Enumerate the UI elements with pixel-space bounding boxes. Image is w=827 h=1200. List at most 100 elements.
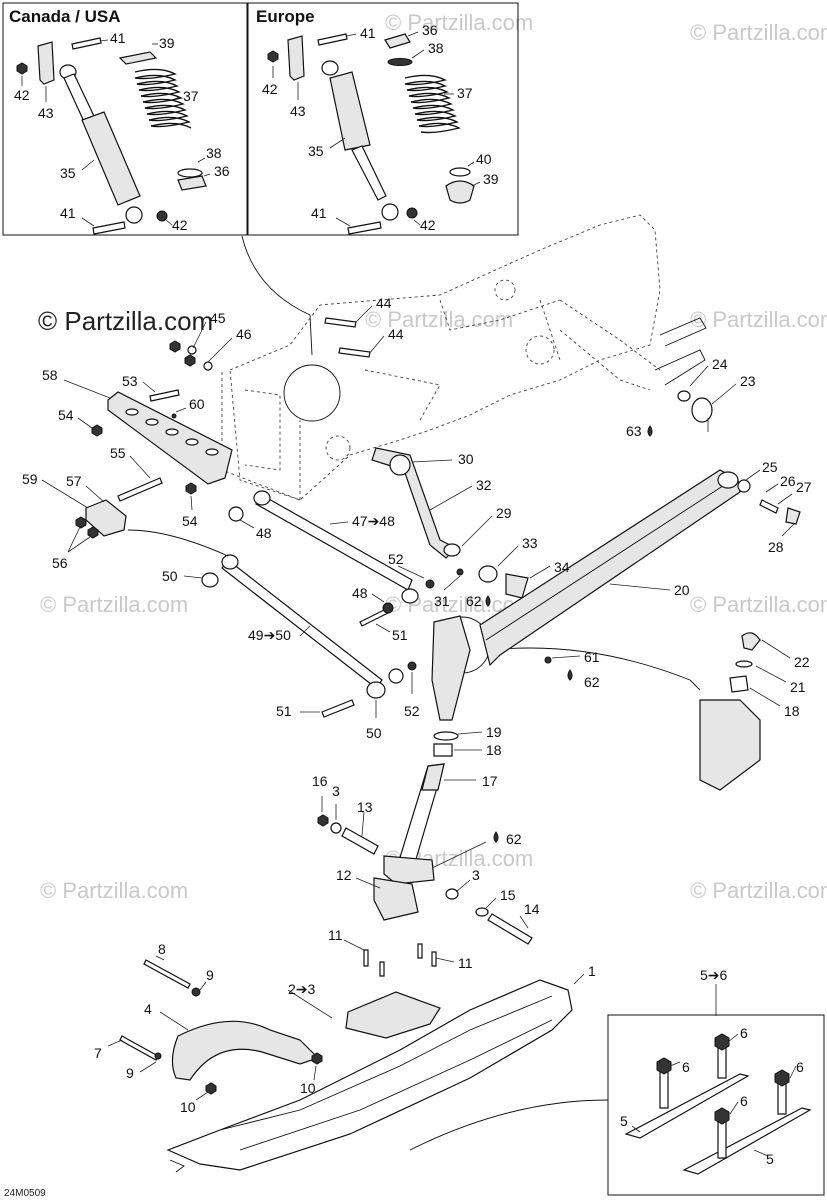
callout-20: 20 (674, 582, 690, 598)
callout-47-48: 47➔48 (352, 513, 395, 529)
bolts-44 (324, 317, 371, 358)
callout-48: 48 (256, 525, 272, 541)
callout-34: 34 (554, 559, 570, 575)
callout-6: 6 (796, 1059, 804, 1075)
callout-28: 28 (768, 539, 784, 555)
callout-15: 15 (500, 887, 516, 903)
pin-60 (171, 413, 177, 419)
callout-18: 18 (784, 703, 800, 719)
callout-41: 41 (360, 25, 376, 41)
callout-42: 42 (420, 217, 436, 233)
arrow-to-59 (127, 529, 229, 557)
callout-2-3: 2➔3 (288, 981, 316, 997)
detail-circle-shock-mount (283, 364, 341, 422)
callout-62: 62 (584, 674, 600, 690)
watermark: © Partzilla.com (690, 878, 827, 903)
callout-30: 30 (458, 451, 474, 467)
nut-42 (16, 62, 28, 75)
callout-8: 8 (158, 941, 166, 957)
callout-53: 53 (122, 373, 138, 389)
shock-assembly-canada-usa (16, 37, 207, 235)
detail-leader (489, 647, 691, 681)
callout-61: 61 (584, 649, 600, 665)
callout-6: 6 (740, 1093, 748, 1109)
callout-26: 26 (780, 473, 796, 489)
bolt-55 (117, 477, 163, 502)
callouts-right-inset: 41 36 38 42 43 37 35 40 39 41 42 (262, 22, 499, 233)
callouts-main: 44 44 45 46 58 53 60 54 55 59 57 54 56 4… (22, 295, 812, 1167)
shock-body-35-eu (329, 71, 371, 151)
callout-9: 9 (126, 1065, 134, 1081)
callout-45: 45 (210, 310, 226, 326)
bolt-41-eu (317, 33, 348, 46)
callout-54: 54 (58, 407, 74, 423)
steering-arm-32 (371, 447, 529, 599)
screws-11 (363, 943, 437, 977)
callout-5: 5 (620, 1113, 628, 1129)
callout-12: 12 (336, 867, 352, 883)
callout-9: 9 (206, 967, 214, 983)
watermark: © Partzilla.com (690, 20, 827, 45)
callout-3: 3 (472, 867, 480, 883)
callouts-left-inset: 41 39 42 43 37 35 38 36 41 42 (14, 30, 230, 233)
callout-1: 1 (588, 963, 596, 979)
detail-leader-end (689, 679, 701, 691)
inset-leader (241, 235, 313, 356)
callout-51: 51 (392, 627, 408, 643)
rod-49 (201, 554, 417, 718)
callout-46: 46 (236, 326, 252, 342)
shock-body-35 (81, 111, 141, 206)
ski-1 (166, 979, 573, 1173)
grease-icon (493, 831, 499, 843)
callout-49-50: 49➔50 (248, 627, 291, 643)
callout-41: 41 (110, 30, 126, 46)
bolt-41 (71, 37, 102, 50)
bracket-43-eu (287, 35, 305, 81)
bracket-59 (75, 499, 127, 539)
spring-37-eu (404, 74, 461, 134)
callout-35: 35 (60, 165, 76, 181)
ski-leg-detail (699, 632, 761, 791)
callout-10: 10 (300, 1080, 316, 1096)
bracket-43 (37, 41, 55, 85)
callout-48: 48 (352, 585, 368, 601)
callout-35: 35 (308, 143, 324, 159)
runner-5b (682, 1069, 812, 1175)
callout-23: 23 (740, 373, 756, 389)
washer-38 (177, 168, 203, 178)
callout-37: 37 (183, 88, 199, 104)
shock-eye-bottom-eu (381, 203, 399, 221)
callout-29: 29 (496, 505, 512, 521)
bolt-41-lower-eu (347, 221, 382, 235)
callout-11: 11 (458, 955, 473, 971)
callout-36: 36 (214, 163, 230, 179)
cotter-31 (456, 568, 464, 576)
callout-52: 52 (388, 551, 404, 567)
watermark: © Partzilla.com (385, 10, 533, 35)
callout-57: 57 (66, 473, 82, 489)
callout-10: 10 (180, 1099, 196, 1115)
callout-7: 7 (94, 1045, 102, 1061)
cup-36 (177, 175, 207, 191)
inset-europe (247, 2, 519, 236)
callout-42: 42 (172, 217, 188, 233)
callout-13: 13 (357, 799, 373, 815)
callout-63: 63 (626, 423, 642, 439)
callout-51: 51 (276, 703, 292, 719)
callout-38: 38 (206, 145, 222, 161)
callout-5-6: 5➔6 (700, 967, 728, 983)
reinforcement-4 (119, 959, 323, 1095)
callout-62: 62 (466, 593, 482, 609)
runner-leader (409, 1099, 609, 1151)
callout-32: 32 (476, 477, 492, 493)
grease-fitting-61 (544, 656, 552, 664)
callout-50: 50 (162, 568, 178, 584)
callout-41: 41 (311, 205, 327, 221)
callout-42: 42 (14, 87, 30, 103)
callout-16: 16 (312, 773, 328, 789)
watermark: © Partzilla.com (40, 878, 188, 903)
callout-52: 52 (404, 703, 420, 719)
callout-36: 36 (422, 22, 438, 38)
inset-title-canada-usa: Canada / USA (9, 7, 120, 26)
